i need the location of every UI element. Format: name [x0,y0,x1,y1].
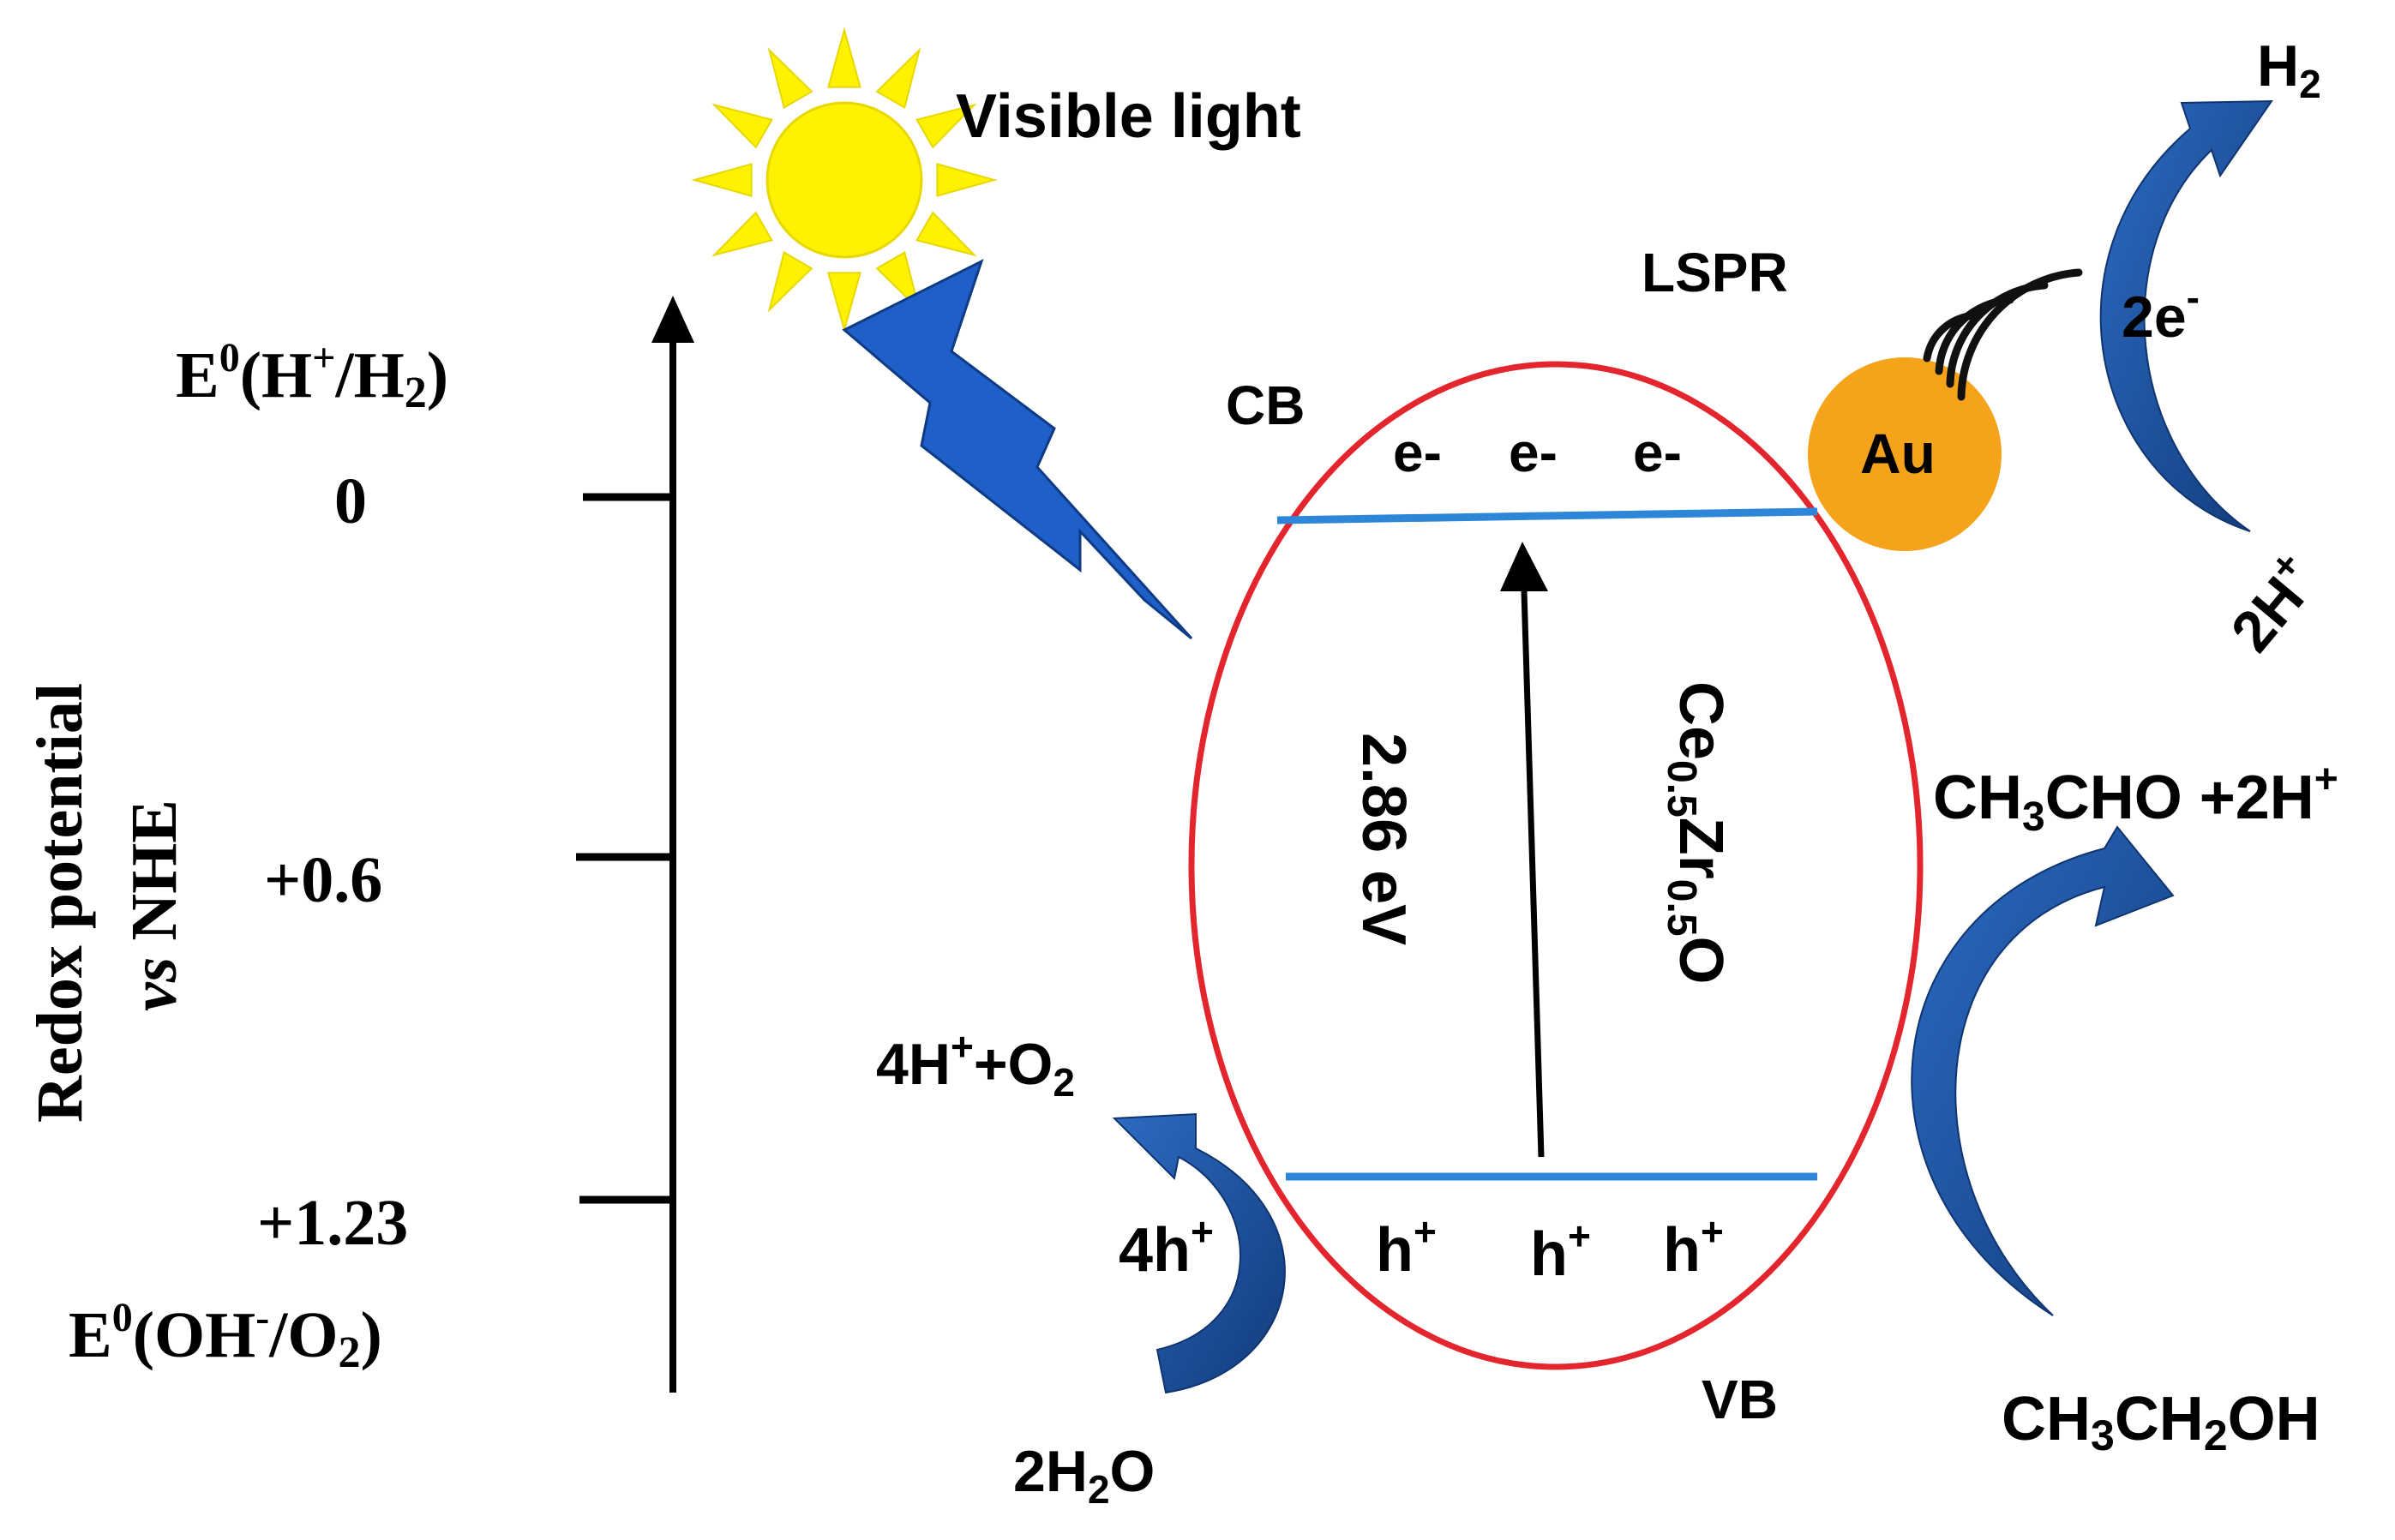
excitation-arrow [1521,590,1545,1158]
sun-ray [767,251,813,313]
excitation-arrow-head [1500,542,1548,591]
sun-ray [875,251,921,313]
au-label: Au [1860,422,1936,485]
sun-disc [765,101,923,259]
hole-1: h+ [1376,1209,1437,1285]
sun-ray [711,103,773,149]
cb-label: CB [1226,375,1305,436]
conduction-band-line [1276,507,1818,524]
oxygen-product-label: 4H++O2 [876,1024,1075,1105]
ref-potential-h2: E0(H+/H2) [176,335,448,417]
axis-arrow-head [651,296,694,343]
hole-3: h+ [1663,1209,1724,1285]
h2-electrons-label: 2e- [2122,275,2200,350]
electron-1: e- [1393,422,1442,483]
sun-ray [827,272,861,333]
h2-product-label: H2 [2257,33,2321,106]
lspr-wave-icon [1923,268,2083,401]
material-label: Ce0.5Zr0.5O [1659,681,1735,985]
sun-ray [711,211,773,257]
tick-label-0.6: +0.6 [264,844,382,916]
sun-ray [915,103,977,149]
tick-label-1.23: +1.23 [257,1187,408,1259]
lightning-bolt-icon [842,259,1193,640]
sun-ray [915,211,977,257]
au-nanoparticle [1808,357,2002,551]
band-gap-label: 2.86 eV [1349,733,1418,945]
ethanol-reactant-label: CH3CH2OH [2002,1385,2320,1459]
axis-title-line1: Redox potential [24,683,96,1123]
visible-light-label: Visible light [956,82,1301,151]
sun-ray [936,163,998,197]
vb-label: VB [1702,1369,1778,1430]
ethanol-oxidation-arrow [1911,825,2175,1316]
tick-label-0: 0 [334,465,367,537]
hole-2: h+ [1530,1213,1591,1289]
h2-evolution-arrow [2099,99,2273,532]
axis-title-line2: vs NHE [118,800,190,1011]
electron-3: e- [1633,422,1682,483]
sun-ray [875,47,921,109]
water-reactant-label: 2H2O [1013,1439,1155,1512]
semiconductor-ellipse [1188,361,1924,1370]
sun-ray [691,163,753,197]
ref-potential-o2: E0(OH-/O2) [69,1295,382,1377]
electron-2: e- [1509,422,1558,483]
acetaldehyde-product-label: CH3CHO +2H+ [1933,757,2338,840]
potential-axis [576,296,694,1393]
h2-reactant-label: 2H+ [2212,542,2331,664]
water-oxidation-arrow [1112,1112,1286,1394]
lspr-label: LSPR [1642,242,1788,303]
sun-ray [767,47,813,109]
sun-icon [691,27,998,333]
sun-ray [827,27,861,88]
water-holes-label: 4h+ [1119,1209,1214,1285]
